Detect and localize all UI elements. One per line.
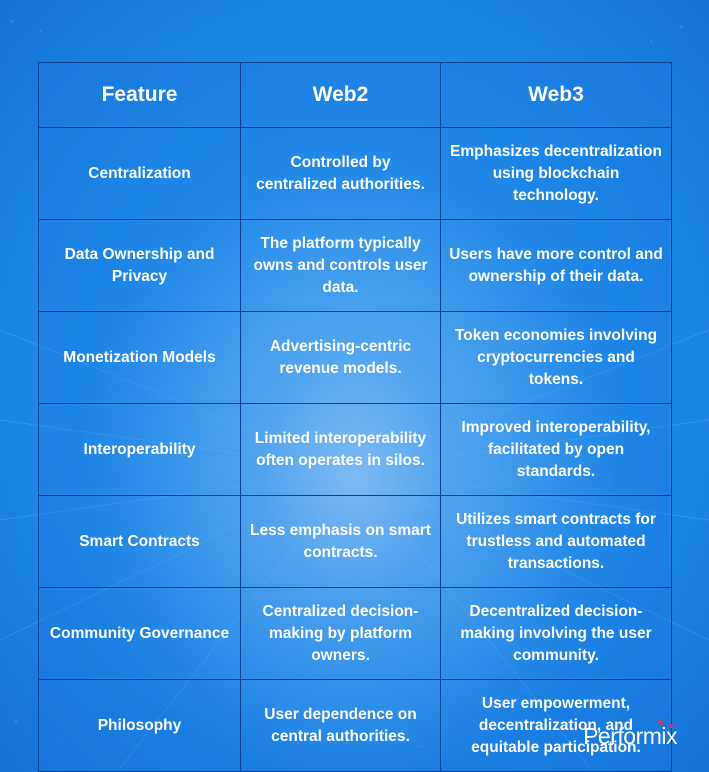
feature-cell: Philosophy [38,679,241,772]
table-row: Monetization Models Advertising-centric … [38,311,672,404]
web3-cell: Decentralized decision-making involving … [440,587,672,680]
comparison-table-container: Feature Web2 Web3 Centralization Control… [38,62,672,772]
feature-cell: Data Ownership and Privacy [38,219,241,312]
header-web3: Web3 [440,62,672,128]
performix-logo: Performix [583,720,677,750]
header-web2: Web2 [240,62,441,128]
table-row: Philosophy User dependence on central au… [38,679,672,772]
comparison-table: Feature Web2 Web3 Centralization Control… [38,62,672,772]
feature-cell: Monetization Models [38,311,241,404]
logo-accent-dot [669,724,673,728]
table-row: Centralization Controlled by centralized… [38,127,672,220]
web2-cell: Controlled by centralized authorities. [240,127,441,220]
web2-cell: The platform typically owns and controls… [240,219,441,312]
feature-cell: Community Governance [38,587,241,680]
web3-cell: Utilizes smart contracts for trustless a… [440,495,672,588]
web3-cell: User empowerment, decentralization, and … [440,679,672,772]
table-header-row: Feature Web2 Web3 [38,62,672,128]
web2-cell: Limited interoperability often operates … [240,403,441,496]
table-row: Interoperability Limited interoperabilit… [38,403,672,496]
feature-cell: Smart Contracts [38,495,241,588]
web3-cell: Users have more control and ownership of… [440,219,672,312]
web2-cell: Centralized decision-making by platform … [240,587,441,680]
web2-cell: Less emphasis on smart contracts. [240,495,441,588]
web3-cell: Improved interoperability, facilitated b… [440,403,672,496]
web2-cell: User dependence on central authorities. [240,679,441,772]
web2-cell: Advertising-centric revenue models. [240,311,441,404]
logo-accent-dot [658,720,663,725]
web3-cell: Token economies involving cryptocurrenci… [440,311,672,404]
header-feature: Feature [38,62,241,128]
table-row: Data Ownership and Privacy The platform … [38,219,672,312]
table-row: Smart Contracts Less emphasis on smart c… [38,495,672,588]
web3-cell: Emphasizes decentralization using blockc… [440,127,672,220]
logo-text: Performix [583,723,677,749]
feature-cell: Interoperability [38,403,241,496]
feature-cell: Centralization [38,127,241,220]
table-row: Community Governance Centralized decisio… [38,587,672,680]
